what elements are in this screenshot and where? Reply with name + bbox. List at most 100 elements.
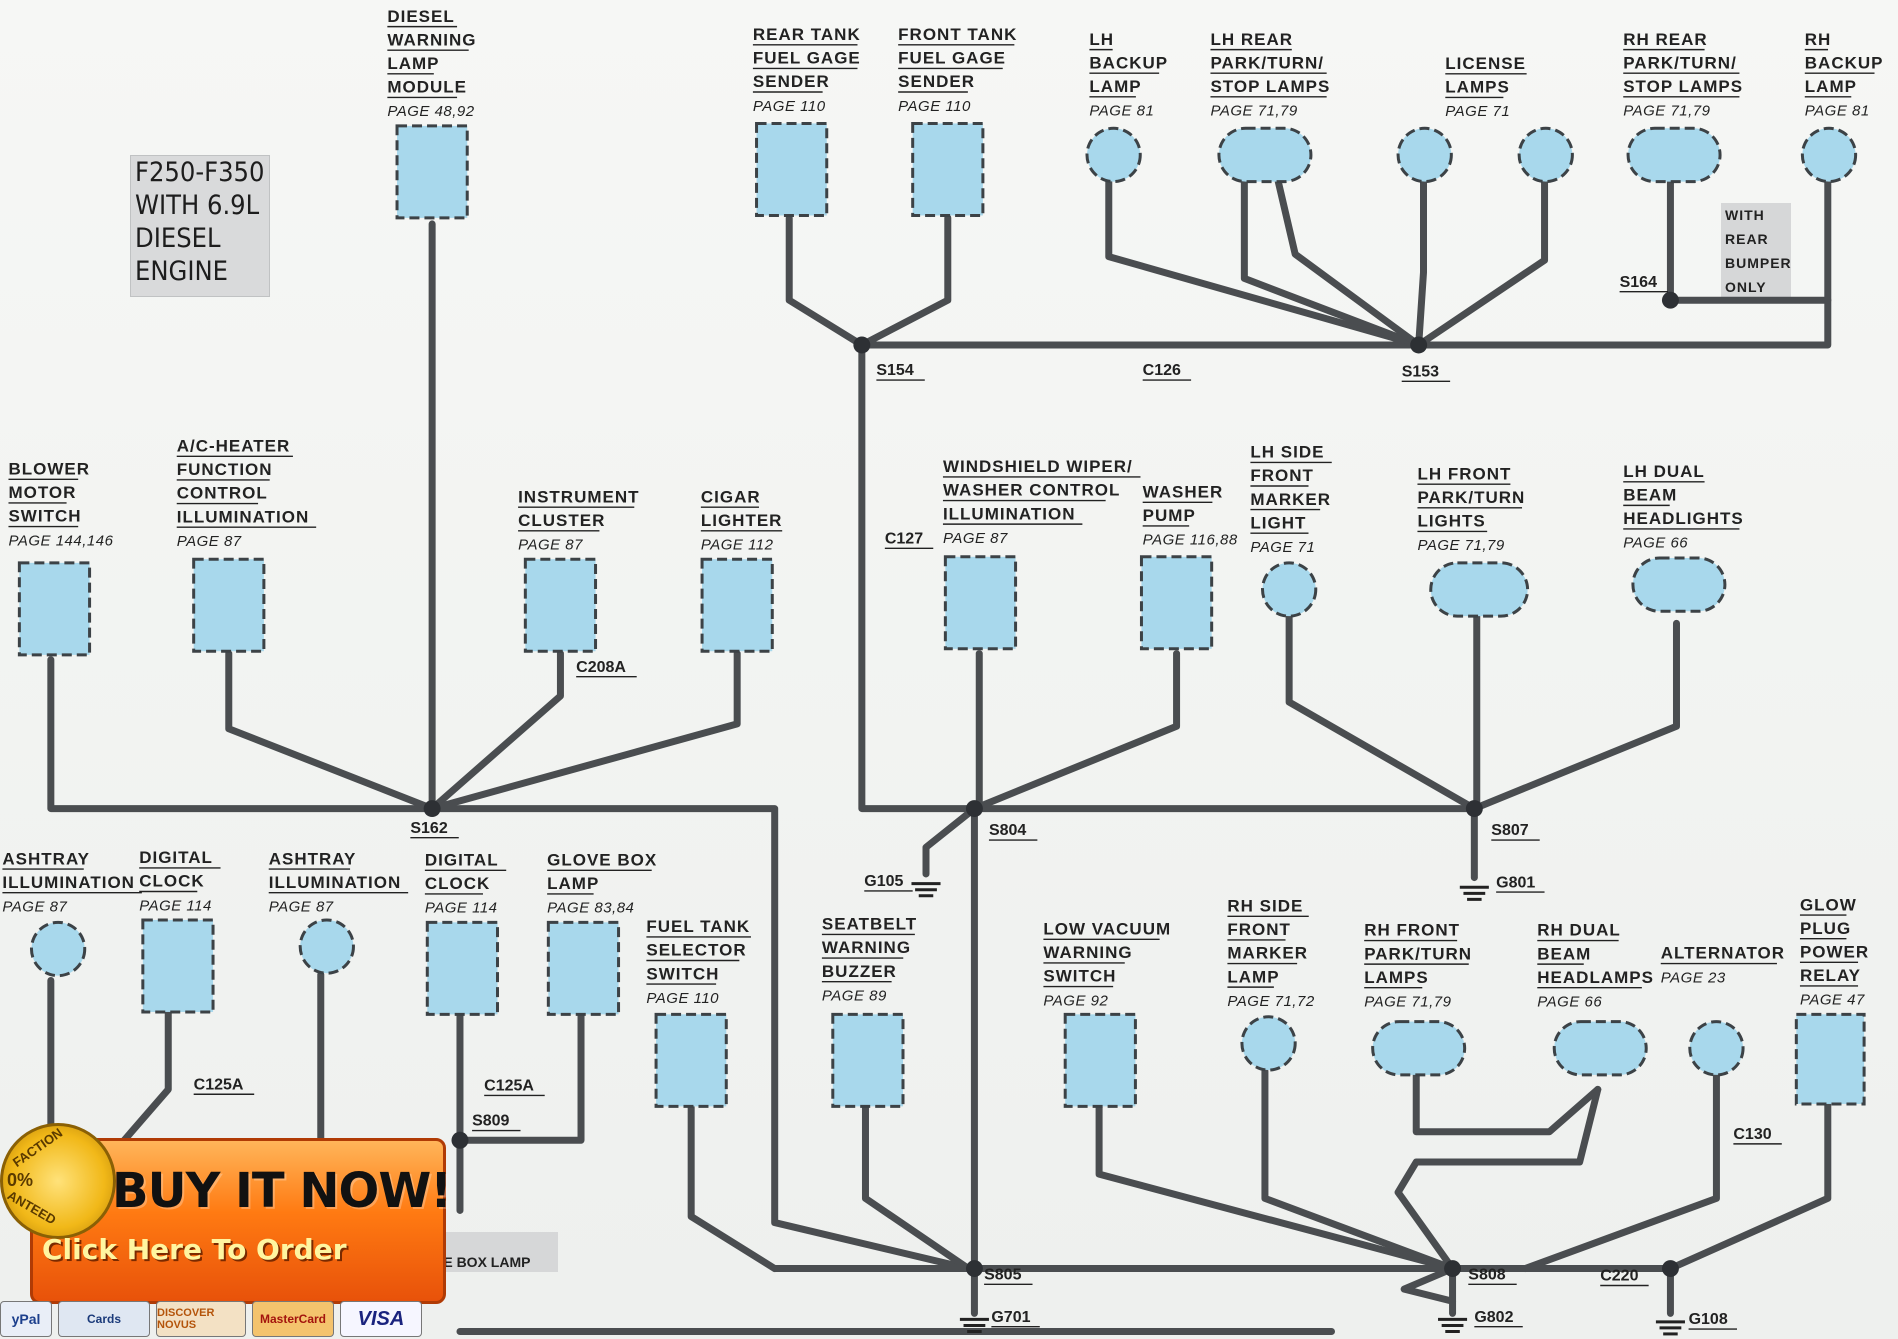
lh-side-marker-component [1261, 561, 1318, 618]
s154-id: S154 [876, 362, 913, 379]
label-line: LIGHTS [1417, 512, 1485, 531]
wire-30 [456, 1008, 585, 1144]
label-line: HEADLAMPS [1537, 968, 1654, 987]
title-line-2: WITH 6.9L [135, 190, 260, 221]
label-line: BLOWER [8, 460, 90, 479]
front-tank-component [911, 121, 985, 217]
page-ref: PAGE 81 [1805, 103, 1870, 120]
label-line: RH [1805, 30, 1832, 49]
label-line: SENDER [898, 72, 975, 91]
splice-dot-3 [423, 800, 441, 818]
mastercard-icon: MasterCard [252, 1301, 334, 1337]
lh-dual-beam-component [1631, 556, 1727, 613]
seal-top: FACTION [9, 1124, 66, 1171]
buy-now-banner[interactable]: FACTION 0% ANTEED BUY IT NOW! Click Here… [0, 1123, 470, 1339]
page-ref: PAGE 71 [1250, 539, 1315, 556]
s162-id: S162 [410, 820, 447, 837]
page-ref: PAGE 71 [1445, 103, 1510, 120]
label-line: MOTOR [8, 483, 76, 502]
label-line: DIGITAL [139, 848, 213, 867]
glow-plug-component [1794, 1012, 1866, 1106]
wire-13 [1274, 178, 1423, 349]
wires-layer [47, 178, 1832, 1336]
label-line: CLUSTER [518, 511, 605, 530]
lh-backup-component [1085, 126, 1142, 184]
wire-23 [1470, 619, 1680, 813]
page-ref: PAGE 81 [1089, 103, 1154, 120]
label-line: WASHER [1143, 482, 1224, 501]
splice-dot-2 [1661, 291, 1679, 309]
c220-id: C220 [1600, 1268, 1638, 1285]
label-line: LAMP [1227, 967, 1279, 986]
blower-component [17, 561, 92, 657]
label-line: STOP LAMPS [1210, 77, 1330, 96]
wire-36 [1394, 1085, 1602, 1273]
ashtray2-component [298, 918, 355, 975]
label-line: FUEL GAGE [898, 49, 1006, 68]
label-line: GLOW [1800, 895, 1857, 914]
label-line: CIGAR [701, 487, 761, 506]
alternator-component [1688, 1020, 1745, 1077]
label-line: FRONT [1227, 920, 1291, 939]
rear-bumper-note: WITH REAR BUMPER ONLY [1721, 203, 1791, 299]
digital-clock2-component [425, 920, 499, 1016]
label-line: BACKUP [1805, 53, 1884, 72]
label-line: LAMP [1089, 77, 1141, 96]
label-line: WASHER CONTROL [943, 481, 1120, 500]
wire-34 [1261, 1067, 1457, 1273]
ground-symbol-1 [1459, 885, 1489, 901]
label-line: MODULE [387, 78, 467, 97]
label-line: LH FRONT [1417, 464, 1511, 483]
satisfaction-seal: FACTION 0% ANTEED [0, 1123, 116, 1239]
wire-1 [47, 656, 436, 813]
wire-8 [858, 178, 1832, 349]
label-line: LIGHT [1250, 513, 1306, 532]
buy-it-now-text[interactable]: BUY IT NOW! [112, 1163, 452, 1219]
page-ref: PAGE 114 [139, 897, 212, 914]
fuel-selector-component [654, 1012, 728, 1108]
splice-dot-4 [965, 800, 983, 818]
click-to-order-text[interactable]: Click Here To Order [42, 1233, 347, 1266]
page-ref: PAGE 110 [753, 98, 826, 115]
page-ref: PAGE 71,79 [1623, 103, 1710, 120]
label-line: LAMP [547, 874, 599, 893]
c208a-id: C208A [576, 659, 626, 676]
discover-card-icon: DISCOVER NOVUS [156, 1301, 246, 1337]
rear-tank-component [755, 121, 829, 217]
label-line: RELAY [1800, 966, 1861, 985]
page-ref: PAGE 71,72 [1227, 993, 1314, 1010]
g105-id: G105 [864, 873, 903, 890]
label-line: WARNING [1043, 943, 1132, 962]
seal-mid: 0% [7, 1170, 34, 1190]
page-ref: PAGE 87 [2, 898, 67, 915]
wire-2 [225, 650, 436, 813]
label-line: RH REAR [1623, 30, 1707, 49]
splice-dot-8 [1444, 1260, 1462, 1278]
g801-id: G801 [1496, 874, 1535, 891]
label-line: SENDER [753, 72, 830, 91]
ashtray1-component [29, 920, 87, 978]
c126-id: C126 [1143, 362, 1181, 379]
splice-dot-1 [1410, 336, 1428, 354]
page-ref: PAGE 110 [898, 98, 971, 115]
label-line: MARKER [1250, 490, 1331, 509]
label-line: BACKUP [1089, 53, 1168, 72]
s809-id: S809 [472, 1113, 509, 1130]
seal-bottom: ANTEED [4, 1187, 59, 1228]
splice-dot-6 [451, 1131, 469, 1149]
title-line-1: F250-F350 [135, 157, 265, 188]
label-line: RH FRONT [1364, 921, 1460, 940]
label-line: WARNING [822, 938, 911, 957]
label-line: WINDSHIELD WIPER/ [943, 457, 1133, 476]
